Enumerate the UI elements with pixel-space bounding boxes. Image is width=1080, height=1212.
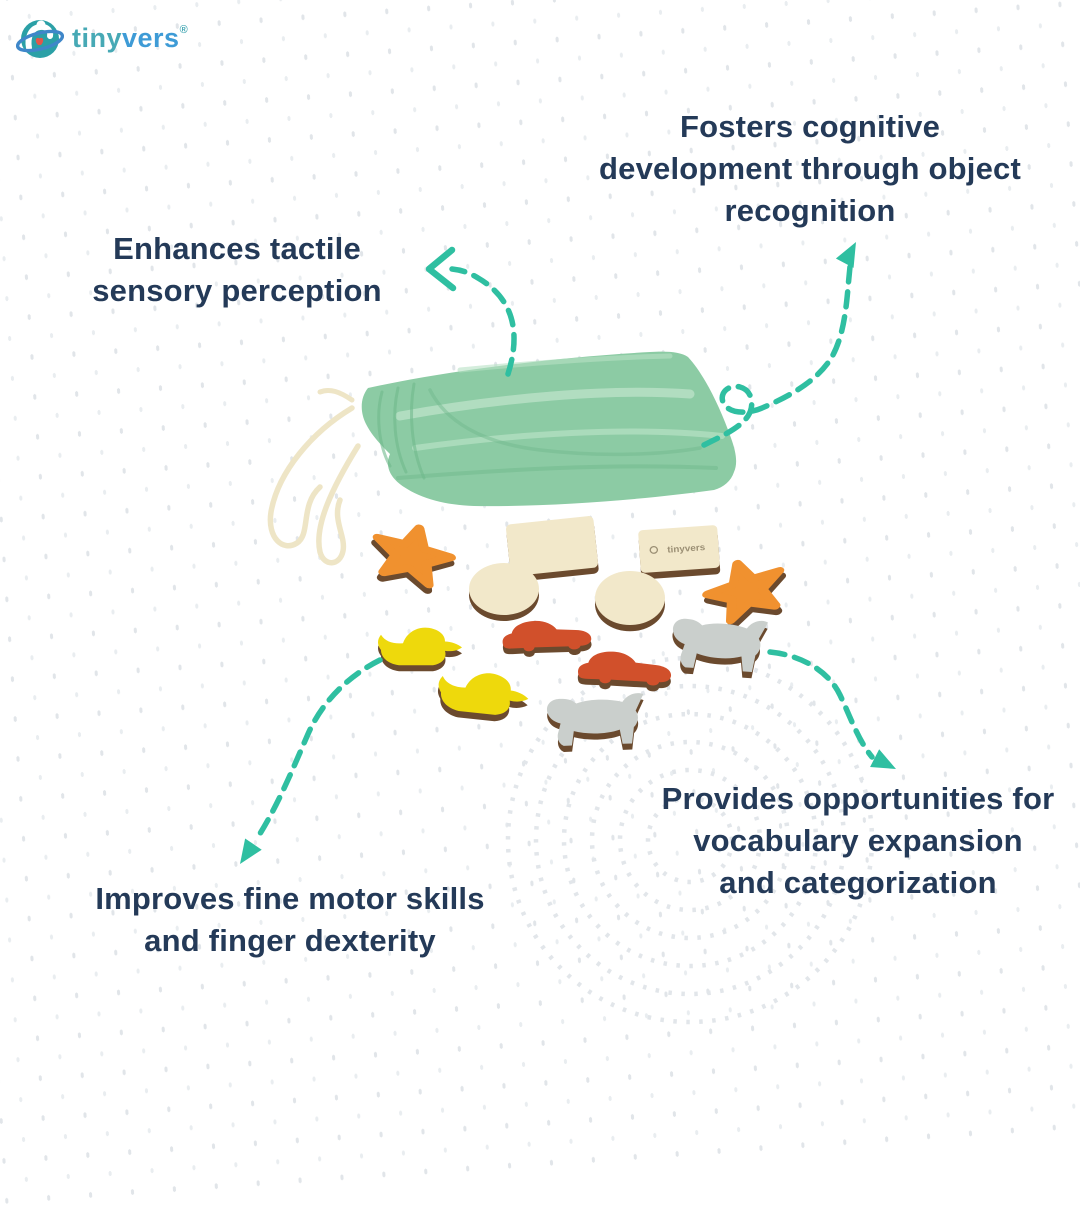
callout-line: Fosters cognitive — [679, 109, 941, 144]
piece-star-1 — [368, 518, 456, 594]
annotation-arrows — [231, 237, 901, 870]
arrow-to-top-right-callout — [701, 255, 854, 448]
callout-line: sensory perception — [92, 273, 382, 308]
brand-name-prefix: tiny — [72, 22, 123, 53]
drawstring-loop-1 — [267, 405, 355, 549]
wooden-pieces: tinyvers — [368, 516, 791, 753]
arrow-to-bottom-right-callout — [767, 649, 875, 760]
piece-car-2 — [577, 650, 672, 693]
callout-top-right: Fosters cognitive development through ob… — [562, 106, 1058, 232]
callout-line: Enhances tactile — [113, 231, 361, 266]
piece-car-1 — [501, 618, 593, 659]
brand-name-suffix: vers — [122, 22, 180, 53]
callout-line: development through object — [599, 151, 1021, 186]
arrow-to-bottom-left-callout — [253, 657, 383, 843]
arrow-to-left-callout — [449, 266, 517, 377]
bag-body — [361, 351, 737, 507]
velvet-drawstring-bag — [267, 351, 737, 566]
piece-square-logo: tinyvers — [638, 524, 721, 580]
drawstring-top — [317, 387, 355, 403]
piece-logo-label: tinyvers — [667, 542, 706, 555]
piece-dog-2 — [546, 692, 646, 753]
callout-line: and finger dexterity — [144, 923, 436, 958]
piece-duck-2 — [435, 668, 531, 725]
piece-circle-2 — [595, 570, 665, 632]
callout-left: Enhances tactile sensory perception — [14, 228, 460, 312]
brand-logo: tinyvers® — [16, 14, 188, 62]
callout-line: Provides opportunities for — [661, 781, 1055, 816]
piece-circle-1 — [469, 563, 539, 621]
registered-trademark-symbol: ® — [179, 23, 189, 36]
brand-wordmark: tinyvers® — [72, 23, 188, 54]
callout-bottom-right: Provides opportunities for vocabulary ex… — [635, 778, 1080, 904]
arrow-to-bottom-left-head — [231, 838, 262, 870]
drawstring-loop-2 — [316, 443, 361, 566]
callout-line: recognition — [724, 193, 896, 228]
piece-duck-1 — [378, 627, 462, 672]
arrow-to-top-right-head — [835, 237, 865, 268]
callout-line: vocabulary expansion — [693, 823, 1023, 858]
brand-logo-icon — [16, 20, 64, 58]
piece-dog-1 — [669, 614, 769, 680]
callout-line: and categorization — [719, 865, 997, 900]
arrow-to-left-callout-head — [425, 246, 457, 292]
arrow-to-bottom-right-head — [870, 749, 901, 778]
callout-line: Improves fine motor skills — [95, 881, 485, 916]
dot-swirl-decoration — [505, 655, 875, 1025]
product-scene: tinyvers — [231, 237, 901, 1025]
callout-bottom-left: Improves fine motor skills and finger de… — [42, 878, 538, 962]
piece-logo-icon — [649, 546, 659, 554]
